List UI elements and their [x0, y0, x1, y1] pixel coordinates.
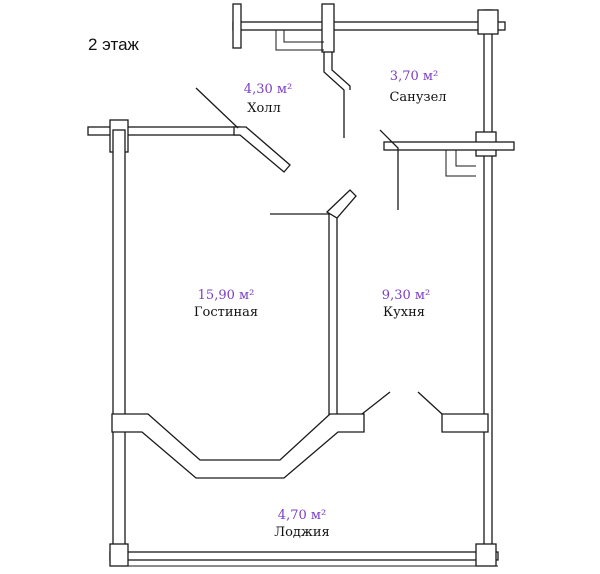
central-partition-top: [325, 189, 357, 219]
room-area: 4,70 м²: [278, 508, 326, 523]
bottom-right-pillar: [475, 543, 497, 567]
room-area: 3,70 м²: [390, 69, 438, 84]
bay-wall-right: [441, 413, 489, 433]
room-name: Санузел: [389, 90, 446, 105]
room-kitchen: 9,30 м² Кухня: [382, 288, 430, 320]
duct-kitchen-b: [455, 150, 476, 167]
loggia-door-left: [361, 391, 391, 415]
walls: [87, 3, 515, 567]
floor-label: 2 этаж: [88, 35, 140, 54]
bath-kitchen-wall: [383, 141, 515, 151]
room-area: 9,30 м²: [382, 288, 430, 303]
room-name: Гостиная: [194, 305, 258, 320]
room-name: Лоджия: [274, 525, 330, 540]
room-living: 15,90 м² Гостиная: [194, 288, 258, 320]
bath-partition-b: [331, 4, 351, 90]
room-area: 4,30 м²: [244, 82, 292, 97]
kitchen-door-frame: [379, 129, 399, 210]
top-left-pillar: [232, 3, 242, 49]
room-name: Кухня: [383, 305, 425, 320]
central-partition: [328, 213, 338, 417]
room-loggia: 4,70 м² Лоджия: [274, 508, 330, 540]
bottom-left-pillar: [109, 543, 129, 567]
hall-angled-wall: [233, 126, 291, 173]
room-area: 15,90 м²: [198, 288, 255, 303]
left-outer-wall: [112, 129, 126, 561]
duct-top-a: [275, 30, 324, 51]
room-hall: 4,30 м² Холл: [244, 82, 292, 116]
hall-door-leaf: [195, 87, 239, 129]
loggia-bottom-wall: [109, 551, 499, 561]
bay-wall: [111, 413, 365, 479]
top-wall: [232, 21, 506, 31]
duct-kitchen-a: [445, 150, 476, 177]
right-outer-wall: [483, 143, 493, 565]
top-mid-pillar: [321, 3, 335, 53]
room-bathroom: 3,70 м² Санузел: [389, 69, 446, 105]
top-right-pillar: [477, 9, 499, 35]
duct-top-b: [283, 30, 324, 43]
loggia-door-right: [417, 391, 443, 415]
room-name: Холл: [247, 101, 281, 116]
